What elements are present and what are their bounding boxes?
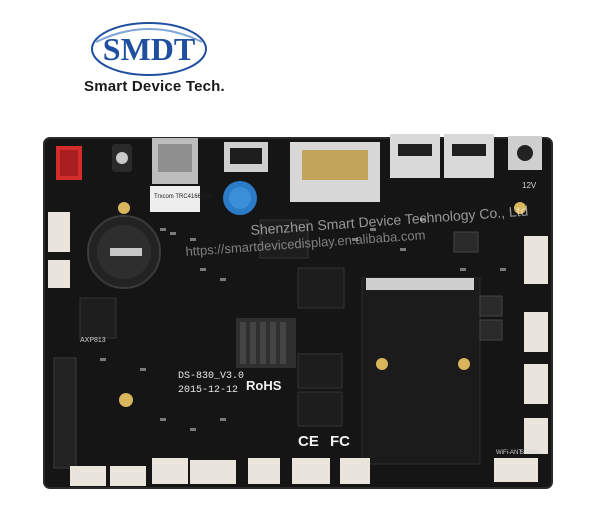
- bottom-connector-5: [248, 458, 280, 484]
- bottom-connector-1: [70, 466, 106, 486]
- right-connector-4: [524, 418, 548, 454]
- memory-chip-3: [297, 353, 343, 389]
- heatsink: [236, 318, 296, 368]
- circuit-board-photo: 12V Trxcom TRC41664NL: [40, 128, 560, 490]
- memory-chip-1: [259, 219, 309, 259]
- bottom-connector-6: [292, 458, 330, 484]
- ce-mark: CE: [298, 433, 319, 450]
- model-label: DS-830_V3.0: [178, 371, 244, 382]
- voltage-label: 12V: [522, 181, 537, 190]
- magnetics-chip: [150, 186, 200, 212]
- memory-chip-2: [297, 267, 345, 309]
- smdt-logo-mark: SMDT: [91, 22, 207, 76]
- bottom-connector-7: [340, 458, 370, 484]
- fc-mark: FC: [330, 433, 350, 450]
- brand-tagline: Smart Device Tech.: [84, 78, 225, 95]
- date-label: 2015-12-12: [178, 385, 238, 396]
- bottom-connector-4: [190, 460, 236, 484]
- memory-chip-4: [297, 391, 343, 427]
- side-chip-label: AXP813: [80, 337, 106, 344]
- circuit-board: 12V Trxcom TRC41664NL: [43, 134, 553, 489]
- left-pin-header: [53, 357, 77, 469]
- bottom-connector-3: [152, 458, 188, 484]
- right-connector-1: [524, 236, 548, 284]
- bottom-connector-2: [110, 466, 146, 486]
- smdt-logo: SMDT Smart Device Tech.: [78, 20, 228, 100]
- left-connector-1: [48, 212, 70, 252]
- right-connector-2: [524, 312, 548, 352]
- rohs-label: RoHS: [246, 378, 282, 393]
- left-connector-2: [48, 260, 70, 288]
- serial-label: SERIAL: [520, 450, 542, 456]
- right-connector-3: [524, 364, 548, 404]
- mpcie-area: [361, 277, 481, 465]
- chip-label: Trxcom TRC41664NL: [154, 194, 213, 200]
- mpcie-slot: [366, 278, 474, 290]
- wifi-label: WiFi-ANT: [496, 450, 522, 456]
- logo-letters: SMDT: [103, 31, 195, 67]
- bottom-connector-8: [494, 458, 538, 482]
